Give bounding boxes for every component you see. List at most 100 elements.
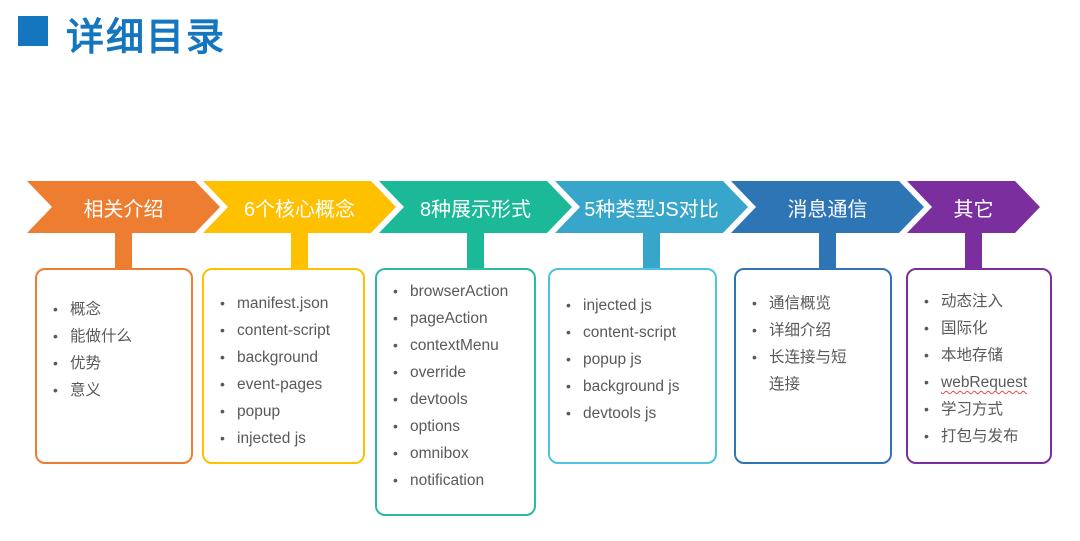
connector-stem-1 xyxy=(291,232,308,270)
chevron-arrow-1 xyxy=(203,181,396,233)
chevron-arrow-2 xyxy=(379,181,572,233)
connector-stem-5 xyxy=(965,232,982,270)
list-item: • 国际化 xyxy=(908,315,1044,342)
list-item-label: override xyxy=(410,364,466,381)
section-arrow-label-3: 5种类型JS对比 xyxy=(584,198,719,221)
list-item-label: background js xyxy=(583,378,680,395)
content-box-0: •概念•能做什么•优势•意义 xyxy=(35,268,193,464)
connector-stem-3 xyxy=(643,232,660,270)
list-item: •pageAction xyxy=(377,305,528,332)
list-item-label: contextMenu xyxy=(410,337,499,354)
bullet-icon: • xyxy=(566,405,571,421)
list-item: • injected js xyxy=(550,292,709,319)
bullet-list-3: •injected js•content-script•popup js•bac… xyxy=(550,270,715,427)
list-item: • background xyxy=(204,344,357,371)
list-item: • omnibox xyxy=(377,440,528,467)
bullet-icon: • xyxy=(220,295,225,311)
list-item-label: webRequest xyxy=(941,374,1028,391)
bullet-icon: • xyxy=(924,320,929,336)
bullet-icon: • xyxy=(566,378,571,394)
list-item: • devtools xyxy=(377,386,528,413)
list-item-label: devtools js xyxy=(583,405,657,422)
list-item-label: notification xyxy=(410,472,485,489)
list-item: •popup xyxy=(204,398,357,425)
content-box-3: •injected js•content-script•popup js•bac… xyxy=(548,268,717,464)
list-item-label: injected js xyxy=(237,430,306,447)
chevron-arrow-3 xyxy=(555,181,748,233)
bullet-icon: • xyxy=(924,347,929,363)
bullet-list-1: •manifest.json•content-script•background… xyxy=(204,270,363,452)
chevron-band xyxy=(27,181,1040,233)
list-item-label: content-script xyxy=(583,324,677,341)
list-item-label: injected js xyxy=(583,297,652,314)
bullet-icon: • xyxy=(566,297,571,313)
bullet-icon: • xyxy=(393,337,398,353)
list-item-label: popup xyxy=(237,403,281,420)
bullet-icon: • xyxy=(220,376,225,392)
page-title: 详细目录 xyxy=(66,17,227,59)
bullet-icon: • xyxy=(393,364,398,380)
bullet-icon: • xyxy=(393,445,398,461)
content-box-4: •通信概览•详细介绍•长连接与短连接 xyxy=(734,268,892,464)
list-item-label: background xyxy=(237,349,319,366)
list-item: • event-pages xyxy=(204,371,357,398)
list-item: • override xyxy=(377,359,528,386)
chevron-arrow-4 xyxy=(731,181,924,233)
section-arrow-label-5: 其它 xyxy=(953,198,994,221)
list-item-label: 概念 xyxy=(70,301,102,318)
bullet-list-2: •browserAction•pageAction•contextMenu•ov… xyxy=(377,270,534,494)
bullet-icon: • xyxy=(924,401,929,417)
list-item: • contextMenu xyxy=(377,332,528,359)
list-item-label: 意义 xyxy=(70,382,102,399)
list-item-label: devtools xyxy=(410,391,468,408)
list-item-label: 国际化 xyxy=(941,320,988,337)
list-item: • background js xyxy=(550,373,709,400)
bullet-icon: • xyxy=(220,349,225,365)
list-item-label: 动态注入 xyxy=(941,293,1004,310)
connector-stem-0 xyxy=(115,232,132,270)
list-item-label: pageAction xyxy=(410,310,488,327)
bullet-icon: • xyxy=(924,293,929,309)
list-item: •notification xyxy=(377,467,528,494)
section-arrow-label-4: 消息通信 xyxy=(787,198,868,221)
list-item: • options xyxy=(377,413,528,440)
bullet-icon: • xyxy=(393,391,398,407)
chevron-arrow-0 xyxy=(27,181,220,233)
bullet-icon: • xyxy=(752,295,757,311)
bullet-icon: • xyxy=(393,283,398,299)
content-box-2: •browserAction•pageAction•contextMenu•ov… xyxy=(375,268,536,516)
list-item-label: omnibox xyxy=(410,445,469,462)
list-item: • 打包与发布 xyxy=(908,423,1044,450)
section-arrow-label-2: 8种展示形式 xyxy=(419,198,532,221)
list-item: • 优势 xyxy=(37,350,185,377)
list-item-label: 打包与发布 xyxy=(941,428,1019,445)
list-item-label: event-pages xyxy=(237,376,323,393)
bullet-icon: • xyxy=(393,418,398,434)
bullet-icon: • xyxy=(53,301,58,317)
bullet-icon: • xyxy=(53,328,58,344)
connector-stem-2 xyxy=(467,232,484,270)
content-box-5: •动态注入•国际化•本地存储•webRequest•学习方式•打包与发布 xyxy=(906,268,1052,464)
list-item: • 动态注入 xyxy=(908,288,1044,315)
section-arrow-label-0: 相关介绍 xyxy=(83,198,164,221)
list-item-label: 通信概览 xyxy=(769,295,832,312)
list-item-label: 长连接与短连接 xyxy=(769,349,847,393)
list-item-label: content-script xyxy=(237,322,331,339)
list-item: •browserAction xyxy=(377,278,528,305)
bullet-icon: • xyxy=(566,351,571,367)
bullet-icon: • xyxy=(924,428,929,444)
list-item: •content-script xyxy=(204,317,357,344)
chevron-arrow-5 xyxy=(907,181,1040,233)
section-arrow-label-1: 6个核心概念 xyxy=(243,198,356,221)
list-item: • devtools js xyxy=(550,400,709,427)
list-item: •学习方式 xyxy=(908,396,1044,423)
list-item: • 意义 xyxy=(37,377,185,404)
bullet-icon: • xyxy=(53,382,58,398)
title-bullet-square xyxy=(18,16,48,46)
list-item-label: 详细介绍 xyxy=(769,322,832,339)
bullet-icon: • xyxy=(53,355,58,371)
list-item: •injected js xyxy=(204,425,357,452)
list-item: •能做什么 xyxy=(37,323,185,350)
list-item-label: 优势 xyxy=(70,355,102,372)
list-item-label: options xyxy=(410,418,460,435)
